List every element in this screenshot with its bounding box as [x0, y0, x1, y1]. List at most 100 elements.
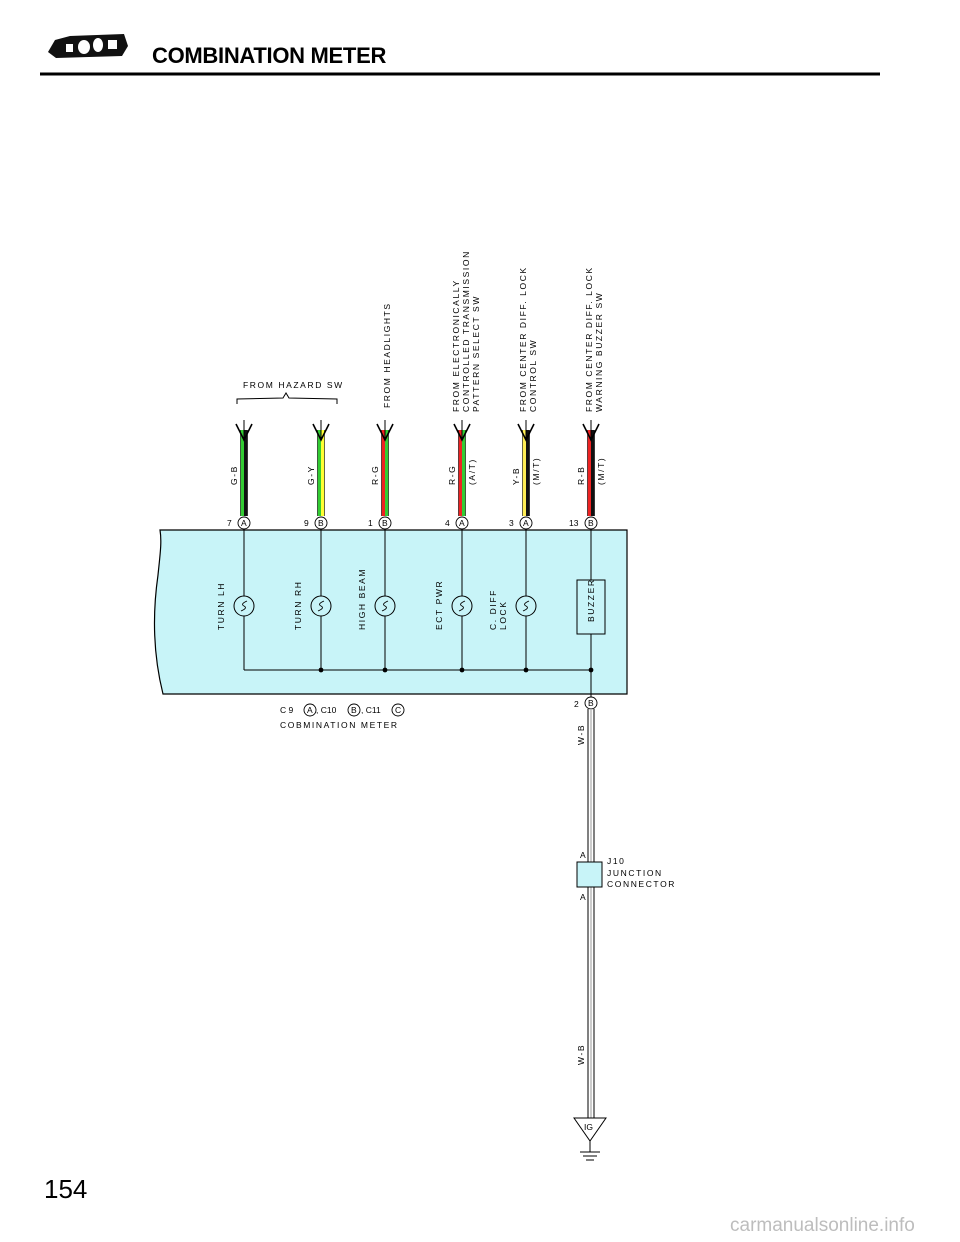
svg-text:A: A [580, 850, 586, 860]
svg-text:2: 2 [574, 699, 579, 709]
pin-number: 4 [445, 518, 450, 528]
svg-text:B: B [588, 518, 594, 528]
svg-text:, C11: , C11 [361, 705, 381, 715]
svg-text:ECT PWR: ECT PWR [434, 580, 444, 630]
svg-text:(M/T): (M/T) [531, 457, 541, 485]
svg-text:WARNING BUZZER SW: WARNING BUZZER SW [594, 292, 604, 412]
component-label: BUZZER [586, 578, 596, 622]
ect-source-label: FROM ELECTRONICALLY CONTROLLED TRANSMISS… [451, 250, 481, 412]
wire-variant-label: (M/T) [531, 457, 541, 485]
pin-number: 13 [569, 518, 579, 528]
svg-text:B: B [318, 518, 324, 528]
svg-text:G-Y: G-Y [306, 465, 316, 485]
wire-color-label: R-B [576, 466, 586, 485]
watermark: carmanualsonline.info [730, 1215, 915, 1236]
component-high-beam: HIGH BEAM [357, 529, 396, 673]
pin-number: 7 [227, 518, 232, 528]
buzzer-icon [576, 579, 606, 635]
meter-name: COBMINATION METER [280, 720, 399, 730]
svg-text:FROM HEADLIGHTS: FROM HEADLIGHTS [382, 302, 392, 408]
svg-text:B: B [351, 705, 357, 715]
component-turn-rh: TURN RH [293, 529, 332, 673]
svg-text:, C10: , C10 [316, 705, 337, 715]
diff-buzzer-sw-source-label: FROM CENTER DIFF. LOCK WARNING BUZZER SW [584, 266, 604, 412]
svg-text:W-B: W-B [576, 1044, 586, 1065]
svg-text:R-B: R-B [576, 466, 586, 485]
svg-text:JUNCTION: JUNCTION [607, 868, 663, 878]
svg-text:C 9: C 9 [280, 705, 294, 715]
svg-text:IG: IG [584, 1122, 593, 1132]
wire-color-label: G-B [229, 465, 239, 485]
page-number: 154 [44, 1174, 87, 1204]
svg-text:HIGH BEAM: HIGH BEAM [357, 568, 367, 630]
svg-text:CONNECTOR: CONNECTOR [607, 879, 676, 889]
component-label: HIGH BEAM [357, 568, 367, 630]
wire-color-label: Y-B [511, 467, 521, 485]
svg-text:R-G: R-G [370, 465, 380, 485]
ground-wire-label-top: W-B [576, 724, 586, 745]
ground-wire-label-bottom: W-B [576, 1044, 586, 1065]
wire-color-label: G-Y [306, 465, 316, 485]
combination-meter-body [153, 529, 628, 695]
wire-variant-label: (M/T) [596, 457, 606, 485]
component-label: TURN LH [216, 582, 226, 630]
component-label: TURN RH [293, 581, 303, 630]
svg-text:BUZZER: BUZZER [586, 578, 596, 622]
svg-text:B: B [588, 698, 594, 708]
svg-text:CONTROL SW: CONTROL SW [528, 339, 538, 412]
svg-text:TURN RH: TURN RH [293, 581, 303, 630]
svg-text:C. DIFF: C. DIFF [488, 589, 498, 630]
svg-text:Y-B: Y-B [511, 467, 521, 485]
svg-text:CONTROLLED TRANSMISSION: CONTROLLED TRANSMISSION [461, 250, 471, 412]
meter-connector-legend: C 9 A , C10 B , C11 C COBMINATION METER [280, 703, 405, 730]
headlights-source-label: FROM HEADLIGHTS [382, 302, 392, 408]
wire-color-label: R-G [370, 465, 380, 485]
svg-text:B: B [382, 518, 388, 528]
ground-ig: IG [573, 1117, 607, 1161]
svg-text:A: A [241, 518, 247, 528]
svg-text:FROM CENTER DIFF. LOCK: FROM CENTER DIFF. LOCK [518, 266, 528, 412]
junction-connector-j10: A A J10 JUNCTION CONNECTOR [576, 850, 676, 902]
wire-color-label: R-G [447, 465, 457, 485]
ground-wire [587, 709, 595, 1118]
combination-meter-icon [48, 34, 128, 58]
wire-variant-label: (A/T) [467, 458, 477, 485]
wire-buzzer: R-B (M/T) 13 B [569, 420, 606, 530]
component-label: ECT PWR [434, 580, 444, 630]
svg-text:A: A [459, 518, 465, 528]
svg-text:A: A [580, 892, 586, 902]
svg-text:A: A [307, 705, 313, 715]
diff-lock-sw-source-label: FROM CENTER DIFF. LOCK CONTROL SW [518, 266, 538, 412]
hazard-bracket [236, 392, 338, 404]
svg-text:FROM CENTER DIFF. LOCK: FROM CENTER DIFF. LOCK [584, 266, 594, 412]
svg-text:W-B: W-B [576, 724, 586, 745]
component-buzzer: BUZZER [576, 529, 606, 673]
component-turn-lh: TURN LH [216, 529, 255, 670]
svg-text:LOCK: LOCK [498, 600, 508, 630]
svg-text:R-G: R-G [447, 465, 457, 485]
svg-text:G-B: G-B [229, 465, 239, 485]
component-ect-pwr: ECT PWR [434, 529, 473, 673]
pin-number: 9 [304, 518, 309, 528]
svg-text:FROM ELECTRONICALLY: FROM ELECTRONICALLY [451, 279, 461, 412]
pin-number: 3 [509, 518, 514, 528]
svg-text:A: A [523, 518, 529, 528]
output-connector: 2 B [574, 696, 598, 710]
svg-text:(M/T): (M/T) [596, 457, 606, 485]
svg-text:C: C [395, 705, 401, 715]
svg-text:J10: J10 [607, 856, 626, 866]
page-title: COMBINATION METER [152, 43, 386, 68]
svg-text:TURN LH: TURN LH [216, 582, 226, 630]
pin-number: 1 [368, 518, 373, 528]
svg-text:(A/T): (A/T) [467, 458, 477, 485]
svg-text:PATTERN SELECT SW: PATTERN SELECT SW [471, 295, 481, 412]
hazard-source-label: FROM HAZARD SW [243, 380, 344, 390]
